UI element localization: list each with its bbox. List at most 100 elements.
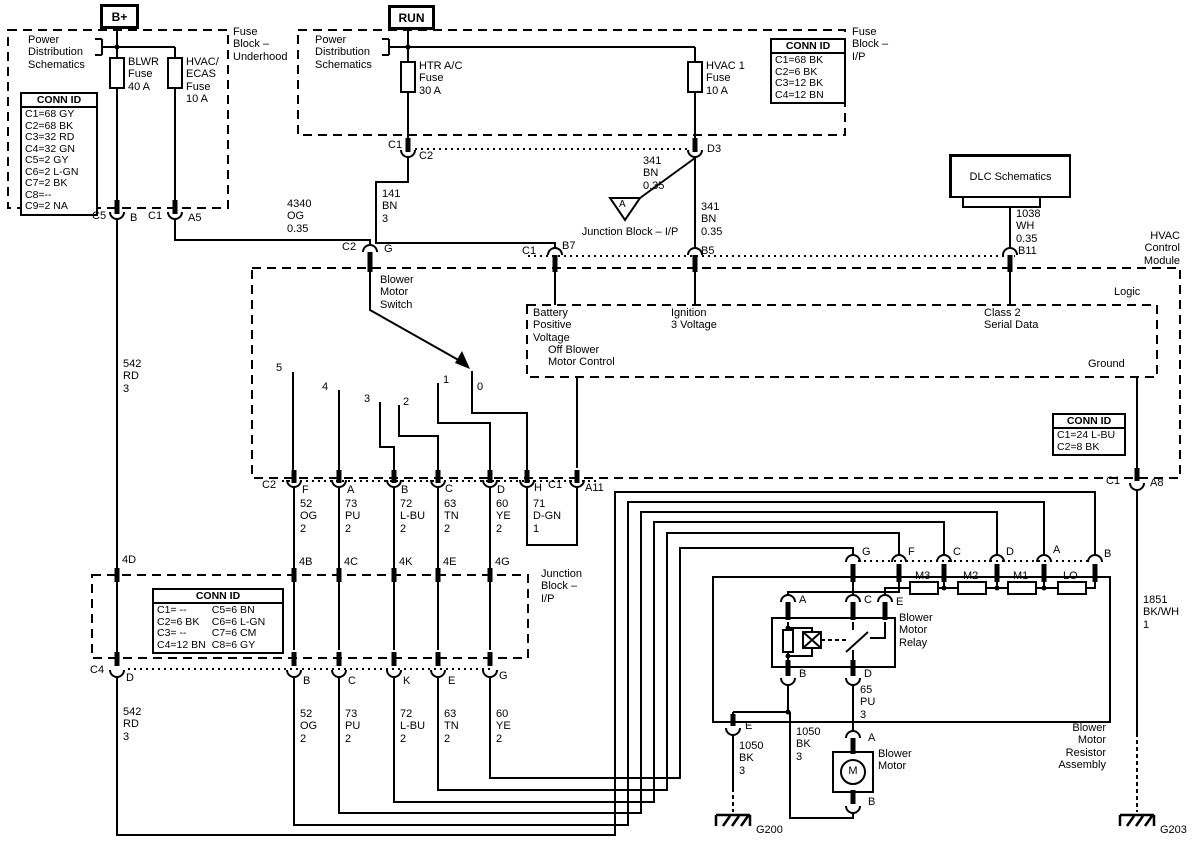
jb-pin-e: E	[448, 675, 456, 687]
g200-label: G200	[756, 824, 783, 836]
pin-b5: B5	[701, 245, 715, 257]
fuse-blwr	[109, 57, 125, 89]
wire-71-dgn: 71 D-GN 1	[533, 498, 562, 535]
wire-1050-bk-right: 1050 BK 3	[796, 726, 821, 763]
conn-id-header: CONN ID	[772, 40, 844, 54]
resistor-assembly-label: Blower Motor Resistor Assembly	[1058, 722, 1106, 771]
wire-1050-bk-left: 1050 BK 3	[739, 740, 764, 777]
conn-id-underhood: CONN ID C1=68 GY C2=68 BK C3=32 RD C4=32…	[20, 92, 98, 216]
wire-341-bn-a: 341 BN 0.35	[643, 155, 665, 192]
wires-dashed	[732, 639, 1138, 812]
fuse-htr-ac	[400, 61, 416, 93]
switch-contacts	[292, 371, 528, 470]
ref-bracket-underhood	[95, 38, 117, 56]
battery-positive-label: Battery Positive Voltage	[533, 307, 572, 344]
jb-pin-4k: 4K	[399, 556, 413, 568]
speed-wires-to-jb	[293, 488, 491, 650]
wire-60-ye: 60 YE 2	[496, 498, 511, 535]
junction-block-label: Junction Block – I/P	[541, 568, 582, 605]
jb-pin-4e: 4E	[443, 556, 457, 568]
switch-pos-0: 0	[477, 381, 484, 393]
switch-wiper	[369, 272, 463, 363]
jb-pin-4b: 4B	[299, 556, 313, 568]
wire-52-og: 52 OG 2	[300, 498, 318, 535]
wire-542-rd-bottom: 542 RD 3	[123, 706, 142, 743]
conn-c4: C4	[90, 664, 105, 676]
wiper-arrowhead	[455, 351, 470, 369]
conn-id-col2: C5=6 BN C6=6 L-GN C7=6 CM C8=6 GY	[211, 604, 266, 651]
resistor-lo	[1057, 581, 1087, 595]
motor-circle	[840, 759, 866, 785]
pin-a: A	[347, 484, 355, 496]
pin-b-row: B	[401, 484, 409, 496]
junction-triangle-icon	[608, 197, 642, 222]
logic-box	[526, 304, 1158, 378]
conn-id-module: CONN ID C1=24 L-BU C2=8 BK	[1052, 413, 1126, 457]
resistor-m3-label: M3	[915, 570, 931, 582]
pin-f: F	[302, 484, 309, 496]
logic-label: Logic	[1114, 286, 1141, 298]
off-blower-label: Off Blower Motor Control	[548, 344, 615, 369]
jb-pin-4d: 4D	[122, 554, 137, 566]
solenoid-x	[802, 631, 822, 649]
net-542-rd	[116, 219, 1096, 836]
asm-pin-g: G	[862, 546, 871, 558]
class2-label: Class 2 Serial Data	[984, 307, 1039, 332]
net-1050-bk	[732, 711, 854, 819]
net-60-ye	[489, 547, 854, 779]
pin-b: B	[130, 212, 138, 224]
switch-pos-2: 2	[403, 396, 410, 408]
wire-60-ye-2: 60 YE 2	[496, 708, 511, 745]
resistor-lo-label: LO	[1063, 570, 1078, 582]
conn-id-header: CONN ID	[154, 590, 282, 604]
underhood-block-label: Fuse Block – Underhood	[233, 26, 288, 63]
resistor-assembly-box	[712, 576, 1111, 723]
jb-pin-b: B	[303, 675, 311, 687]
asm-pin-c: C	[953, 546, 961, 558]
ground-label: Ground	[1088, 358, 1125, 370]
blower-switch-label: Blower Motor Switch	[380, 274, 414, 311]
pin-c2-ip: C2	[419, 150, 434, 162]
wire-542-rd-top: 542 RD 3	[123, 358, 142, 395]
blwr-fuse-label: BLWR Fuse 40 A	[128, 56, 159, 93]
g203-ground-icon	[1118, 813, 1156, 827]
net-71-dgn	[526, 488, 578, 546]
pin-h: H	[534, 482, 542, 494]
wire-65-pu: 65 PU 3	[860, 684, 876, 721]
dlc-schematics-box: DLC Schematics	[950, 155, 1071, 198]
connector-arcs-cap	[362, 244, 1103, 739]
run-label: RUN	[398, 10, 425, 25]
terminal-ticks	[114, 138, 1140, 804]
wire-141-bn: 141 BN 3	[382, 188, 401, 225]
conn-id-junction-block: CONN ID C1= -- C2=6 BK C3= -- C4=12 BN C…	[152, 588, 284, 655]
ground-symbols	[714, 813, 1156, 827]
net-141-bn	[375, 157, 556, 305]
relay-label: Blower Motor Relay	[899, 612, 933, 649]
pin-g: G	[384, 243, 393, 255]
conn-c1-ip: C1	[388, 139, 403, 151]
asm-pin-b: B	[1104, 548, 1112, 560]
resistor-m1	[1007, 581, 1037, 595]
wire-63-tn-2: 63 TN 2	[444, 708, 459, 745]
wire-4340-og: 4340 OG 0.35	[287, 198, 312, 235]
dlc-label: DLC Schematics	[969, 170, 1052, 183]
ref-bracket-ip	[382, 38, 408, 56]
pin-c-row: C	[445, 483, 453, 495]
hvac1-fuse-label: HVAC 1 Fuse 10 A	[706, 60, 745, 97]
pin-d-row: D	[497, 484, 505, 496]
htr-ac-fuse-label: HTR A/C Fuse 30 A	[419, 60, 463, 97]
net-72-lbu	[393, 521, 945, 803]
conn-id-header: CONN ID	[1054, 415, 1124, 429]
net-52-og	[293, 501, 1045, 826]
conn-id-rows: C1=68 GY C2=68 BK C3=32 RD C4=32 GN C5=2…	[25, 108, 79, 213]
underhood-ref-label: Power Distribution Schematics	[28, 34, 85, 71]
net-341-bn	[639, 157, 696, 305]
jb-pin-c: C	[348, 675, 356, 687]
conn-c2-g: C2	[342, 241, 357, 253]
resistor-m3	[909, 581, 939, 595]
motor-m-letter: M	[848, 765, 858, 777]
jb-pin-4c: 4C	[344, 556, 359, 568]
wire-1038-wh: 1038 WH 0.35	[1016, 208, 1041, 245]
conn-c2-row: C2	[262, 479, 277, 491]
jb-pin-d: D	[126, 672, 134, 684]
